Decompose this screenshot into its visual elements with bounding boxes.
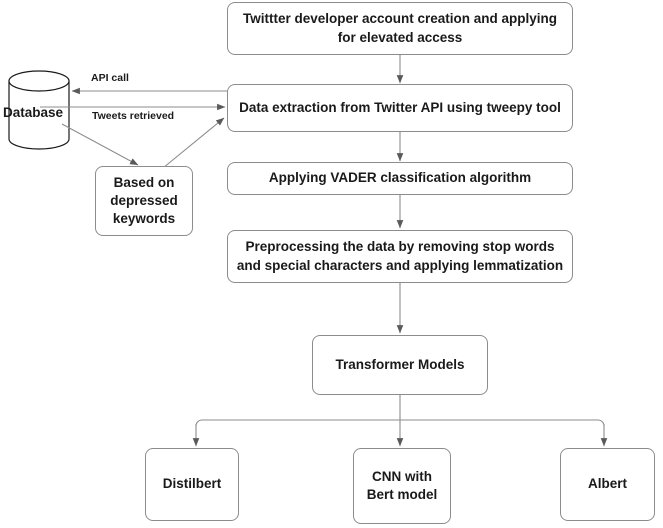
node-keywords[interactable]: Based on depressed keywords: [95, 166, 193, 236]
node-twitter-account[interactable]: Twittter developer account creation and …: [227, 2, 573, 55]
edge-database-to-keywords: [61, 123, 139, 166]
node-distilbert[interactable]: Distilbert: [145, 448, 239, 521]
node-cnn-bert[interactable]: CNN with Bert model: [353, 448, 451, 524]
node-twitter-account-label: Twittter developer account creation and …: [242, 11, 558, 45]
edge-label-api-call: API call: [89, 72, 131, 84]
node-albert-label: Albert: [587, 476, 627, 492]
database-cylinder-shape: [8, 70, 70, 150]
node-vader[interactable]: Applying VADER classification algorithm: [227, 162, 573, 195]
node-preprocessing[interactable]: Preprocessing the data by removing stop …: [227, 230, 573, 283]
node-distilbert-label: Distilbert: [162, 476, 222, 492]
branch-bus: [195, 419, 605, 427]
node-data-extraction-label: Data extraction from Twitter API using t…: [239, 99, 561, 115]
node-database-label: Database: [3, 105, 64, 120]
node-albert[interactable]: Albert: [560, 448, 655, 521]
node-data-extraction[interactable]: Data extraction from Twitter API using t…: [227, 84, 573, 132]
edge-label-tweets-retrieved: Tweets retrieved: [90, 110, 177, 122]
edge-keywords-to-extraction: [162, 117, 225, 169]
node-keywords-label: Based on depressed keywords: [110, 174, 178, 227]
node-vader-label: Applying VADER classification algorithm: [268, 170, 532, 186]
node-cnn-bert-label: CNN with Bert model: [366, 469, 438, 502]
node-transformer-models-label: Transformer Models: [335, 356, 465, 372]
node-transformer-models[interactable]: Transformer Models: [312, 335, 488, 395]
node-preprocessing-label: Preprocessing the data by removing stop …: [236, 239, 564, 273]
